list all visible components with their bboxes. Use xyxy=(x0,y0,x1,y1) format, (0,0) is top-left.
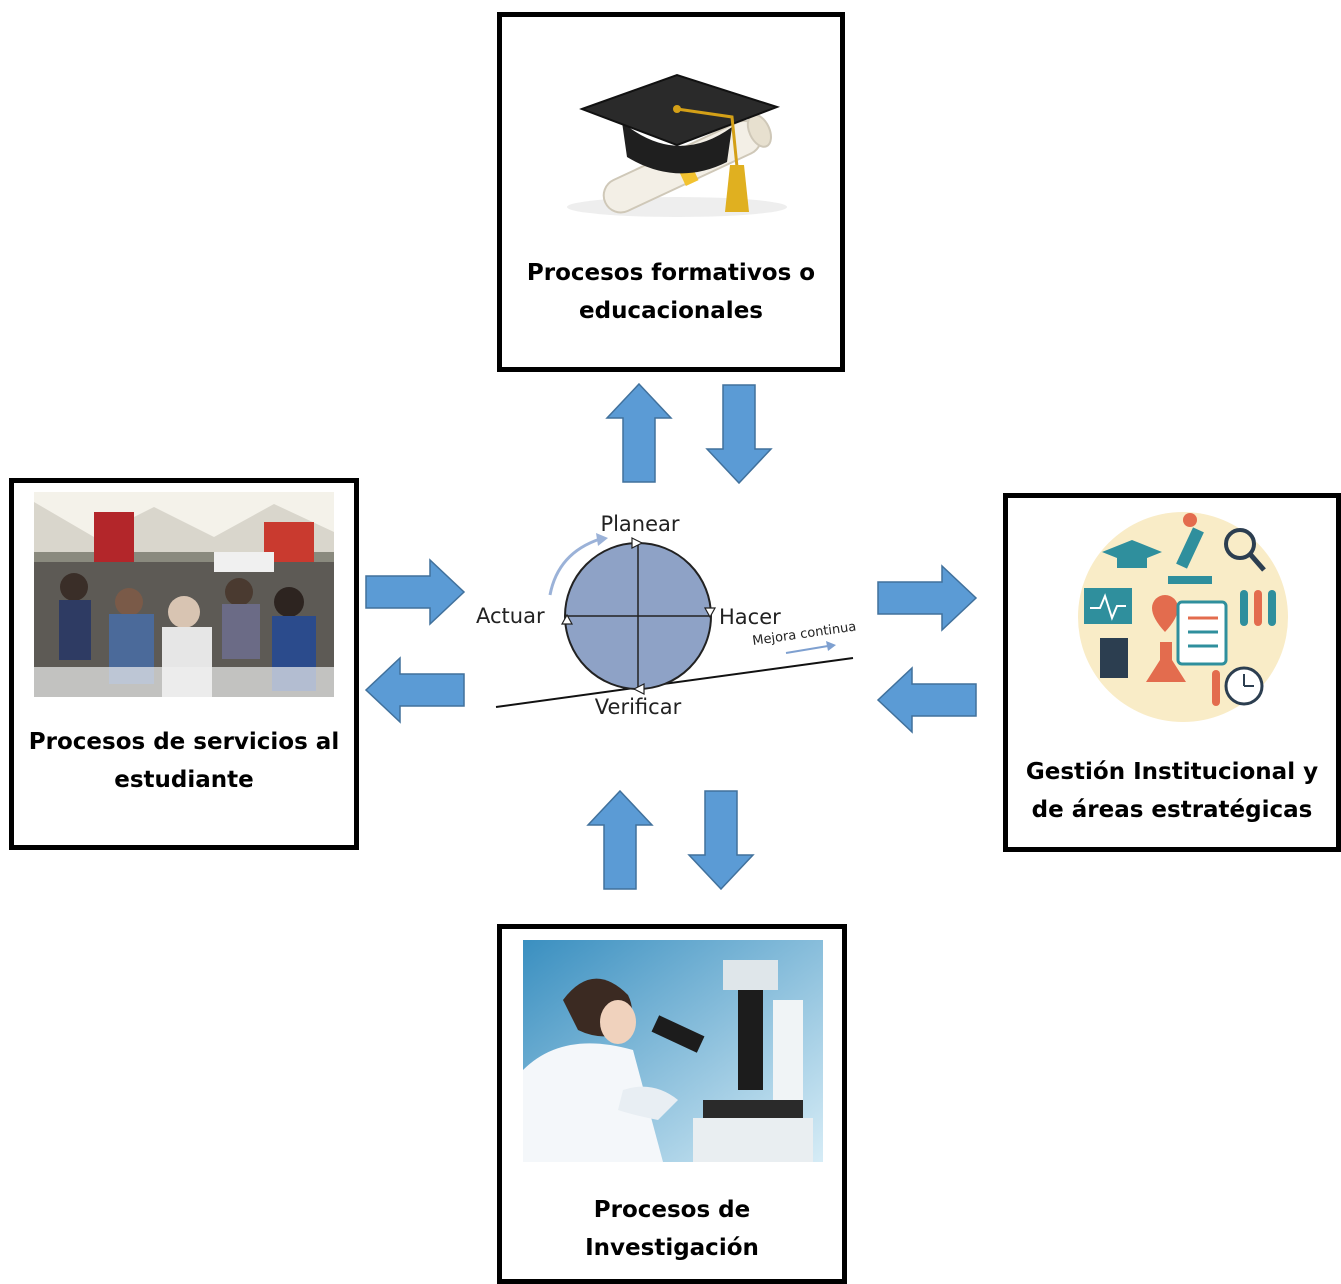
cycle-label-do: Hacer xyxy=(719,605,781,629)
label-line: Investigación xyxy=(585,1235,759,1261)
cycle-marker-icon xyxy=(631,537,644,549)
cycle-label-act: Actuar xyxy=(476,604,545,628)
graduation-cap-icon xyxy=(527,37,817,237)
arrow-left-left-icon xyxy=(364,656,465,724)
label-line: de áreas estratégicas xyxy=(1031,797,1313,823)
curved-arrow-icon xyxy=(548,537,601,596)
box-institutional-management: Gestión Institucional y de áreas estraté… xyxy=(1003,493,1341,852)
label-line: Gestión Institucional y xyxy=(1025,759,1319,785)
label-line: Procesos formativos o xyxy=(526,260,816,286)
arrow-up-top-icon xyxy=(605,382,673,483)
box-label-institutional: Gestión Institucional y de áreas estraté… xyxy=(1008,753,1336,829)
arrow-right-right-icon xyxy=(877,564,978,632)
arrow-down-bottom-icon xyxy=(687,790,755,891)
label-line: estudiante xyxy=(114,767,254,793)
cycle-marker-icon xyxy=(560,613,574,625)
student-services-photo xyxy=(34,492,334,697)
arrow-left-right-icon xyxy=(876,666,977,734)
strategic-management-icon xyxy=(1078,512,1288,722)
cycle-marker-icon xyxy=(703,607,717,619)
cycle-label-check: Verificar xyxy=(595,695,682,719)
label-line: Procesos de xyxy=(593,1197,751,1223)
box-processes-formative: Procesos formativos o educacionales xyxy=(497,12,845,372)
microscope-research-photo xyxy=(523,940,823,1162)
arrow-up-bottom-icon xyxy=(586,789,654,890)
arrow-right-left-icon xyxy=(365,558,466,626)
arrow-right-icon xyxy=(826,641,836,651)
pdca-cycle-diagram: Planear Hacer Verificar Actuar Mejora co… xyxy=(476,512,857,719)
label-line: Procesos de servicios al xyxy=(28,729,340,755)
improvement-slope-line xyxy=(495,657,854,708)
box-research-processes: Procesos de Investigación xyxy=(497,924,847,1284)
box-label-student-services: Procesos de servicios al estudiante xyxy=(14,723,354,799)
cycle-label-plan: Planear xyxy=(600,512,679,536)
box-label-research: Procesos de Investigación xyxy=(502,1191,842,1267)
label-line: educacionales xyxy=(579,298,763,324)
box-student-services: Procesos de servicios al estudiante xyxy=(9,478,359,850)
box-label-formative: Procesos formativos o educacionales xyxy=(502,254,840,330)
arrow-down-top-icon xyxy=(705,384,773,485)
cycle-marker-icon xyxy=(632,683,645,695)
